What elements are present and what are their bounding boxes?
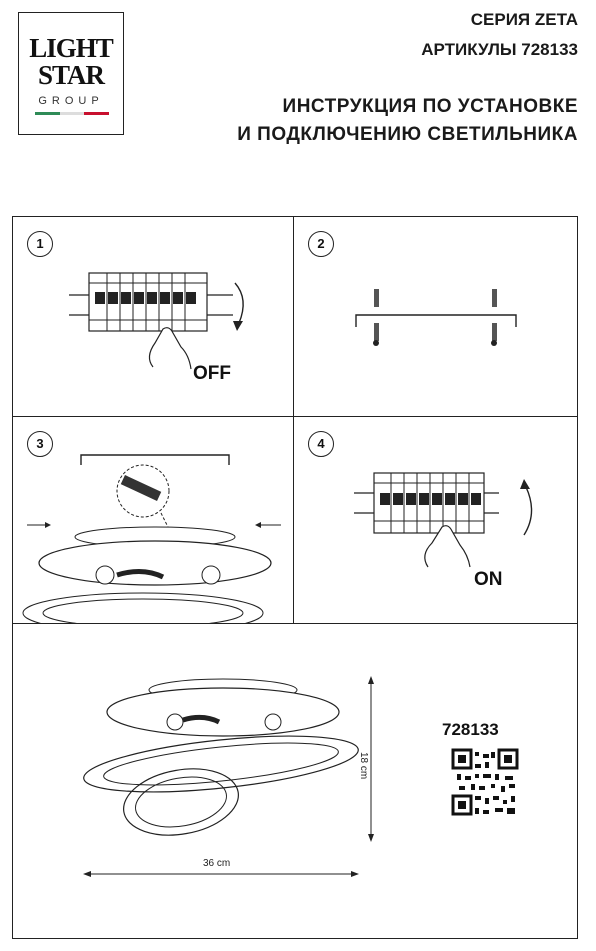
article-number: АРТИКУЛЫ 728133 (421, 40, 578, 59)
logo-line1: LIGHT (29, 33, 114, 63)
series-title: СЕРИЯ ZETA (470, 10, 578, 29)
product-article: 728133 (442, 720, 499, 739)
step-number: 1 (27, 231, 53, 257)
product-drawing (83, 676, 519, 877)
logo-line3: GROUP (38, 95, 104, 107)
qr-code-icon (451, 748, 519, 816)
height-dimension: 18 cm (358, 752, 369, 780)
mounting-bracket-icon (355, 289, 517, 346)
screw-icon (373, 289, 497, 346)
step-number: 2 (308, 231, 334, 257)
step-1-panel: 1 OFF (12, 216, 294, 417)
step-2-panel: 2 (293, 216, 578, 417)
italian-flag-stripe (35, 112, 110, 115)
breaker-panel-icon (69, 272, 244, 370)
hand-icon (424, 525, 471, 568)
product-panel: 18 cm 36 cm (12, 623, 578, 939)
installation-diagram (22, 454, 281, 623)
rotate-arrow-icon (523, 486, 533, 536)
step-3-panel: 3 (12, 416, 294, 624)
breaker-panel-icon (354, 472, 533, 568)
on-label: ON (474, 569, 503, 590)
step-4-panel: 4 ON (293, 416, 578, 624)
logo-line2: STAR (37, 60, 105, 90)
step-number: 4 (308, 431, 334, 457)
off-label: OFF (193, 363, 231, 384)
instruction-title-line2: И ПОДКЛЮЧЕНИЮ СВЕТИЛЬНИКА (237, 124, 578, 145)
rotate-arrow-icon (234, 282, 244, 324)
hand-icon (148, 327, 192, 370)
instruction-title-line1: ИНСТРУКЦИЯ ПО УСТАНОВКЕ (282, 96, 578, 117)
width-dimension: 36 cm (203, 858, 231, 869)
step-number: 3 (27, 431, 53, 457)
brand-logo: LIGHT STAR GROUP (18, 12, 124, 135)
